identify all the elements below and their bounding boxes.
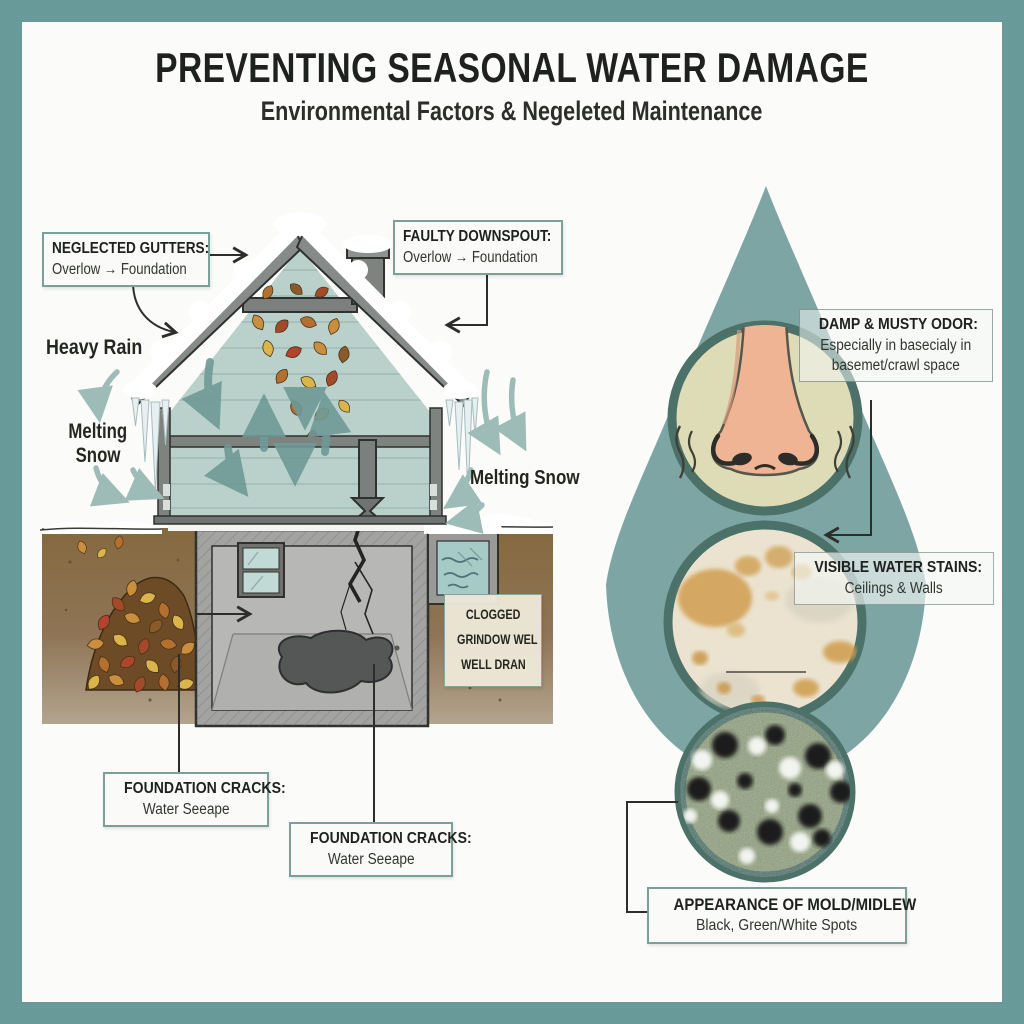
mold-texture-icon: [674, 701, 856, 883]
callout-faulty-downspout: FAULTY DOWNSPOUT: Overlow → Foundation: [393, 220, 563, 275]
foundation-crack: [340, 517, 374, 635]
title-block: PREVENTING SEASONAL WATER DAMAGE Environ…: [22, 44, 1002, 127]
callout-visible-water-stains: VISIBLE WATER STAINS: Ceilings & Walls: [794, 552, 994, 605]
callout-mold-mildew: APPEARANCE OF MOLD/MIDLEW Black, Green/W…: [647, 887, 916, 944]
callout-neglected-gutters: NEGLECTED GUTTERS: Overlow → Foundation: [42, 232, 210, 287]
label-melting-snow-right: Melting Snow: [470, 467, 580, 489]
weather-arrows: [77, 369, 527, 534]
drop-connector-lines: [626, 400, 872, 913]
label-heavy-rain: Heavy Rain: [46, 336, 143, 359]
callout-foundation-cracks-right: FOUNDATION CRACKS: Water Seeape: [289, 822, 472, 877]
label-melting-snow-left: Melting Snow: [68, 420, 128, 468]
water-puddle: [278, 629, 400, 694]
callout-clogged-window-well: CLOGGED GRINDOW WEL WELL DRAN: [444, 594, 542, 687]
roof-snow: [123, 212, 477, 399]
house-connector-lines: [132, 246, 488, 822]
house-cross-section: [123, 212, 479, 525]
basement-window: [237, 542, 285, 598]
basement: [194, 517, 430, 728]
callout-foundation-cracks-left: FOUNDATION CRACKS: Water Seeape: [103, 772, 286, 827]
interior-downspout: [349, 439, 386, 519]
window-well: [427, 530, 499, 605]
page-subtitle: Environmental Factors & Negeleted Mainte…: [261, 96, 763, 126]
callout-damp-musty-odor: DAMP & MUSTY ODOR: Especially in basecia…: [799, 309, 993, 383]
page-title: PREVENTING SEASONAL WATER DAMAGE: [155, 44, 869, 91]
interior-moisture-arrows: [181, 358, 352, 497]
